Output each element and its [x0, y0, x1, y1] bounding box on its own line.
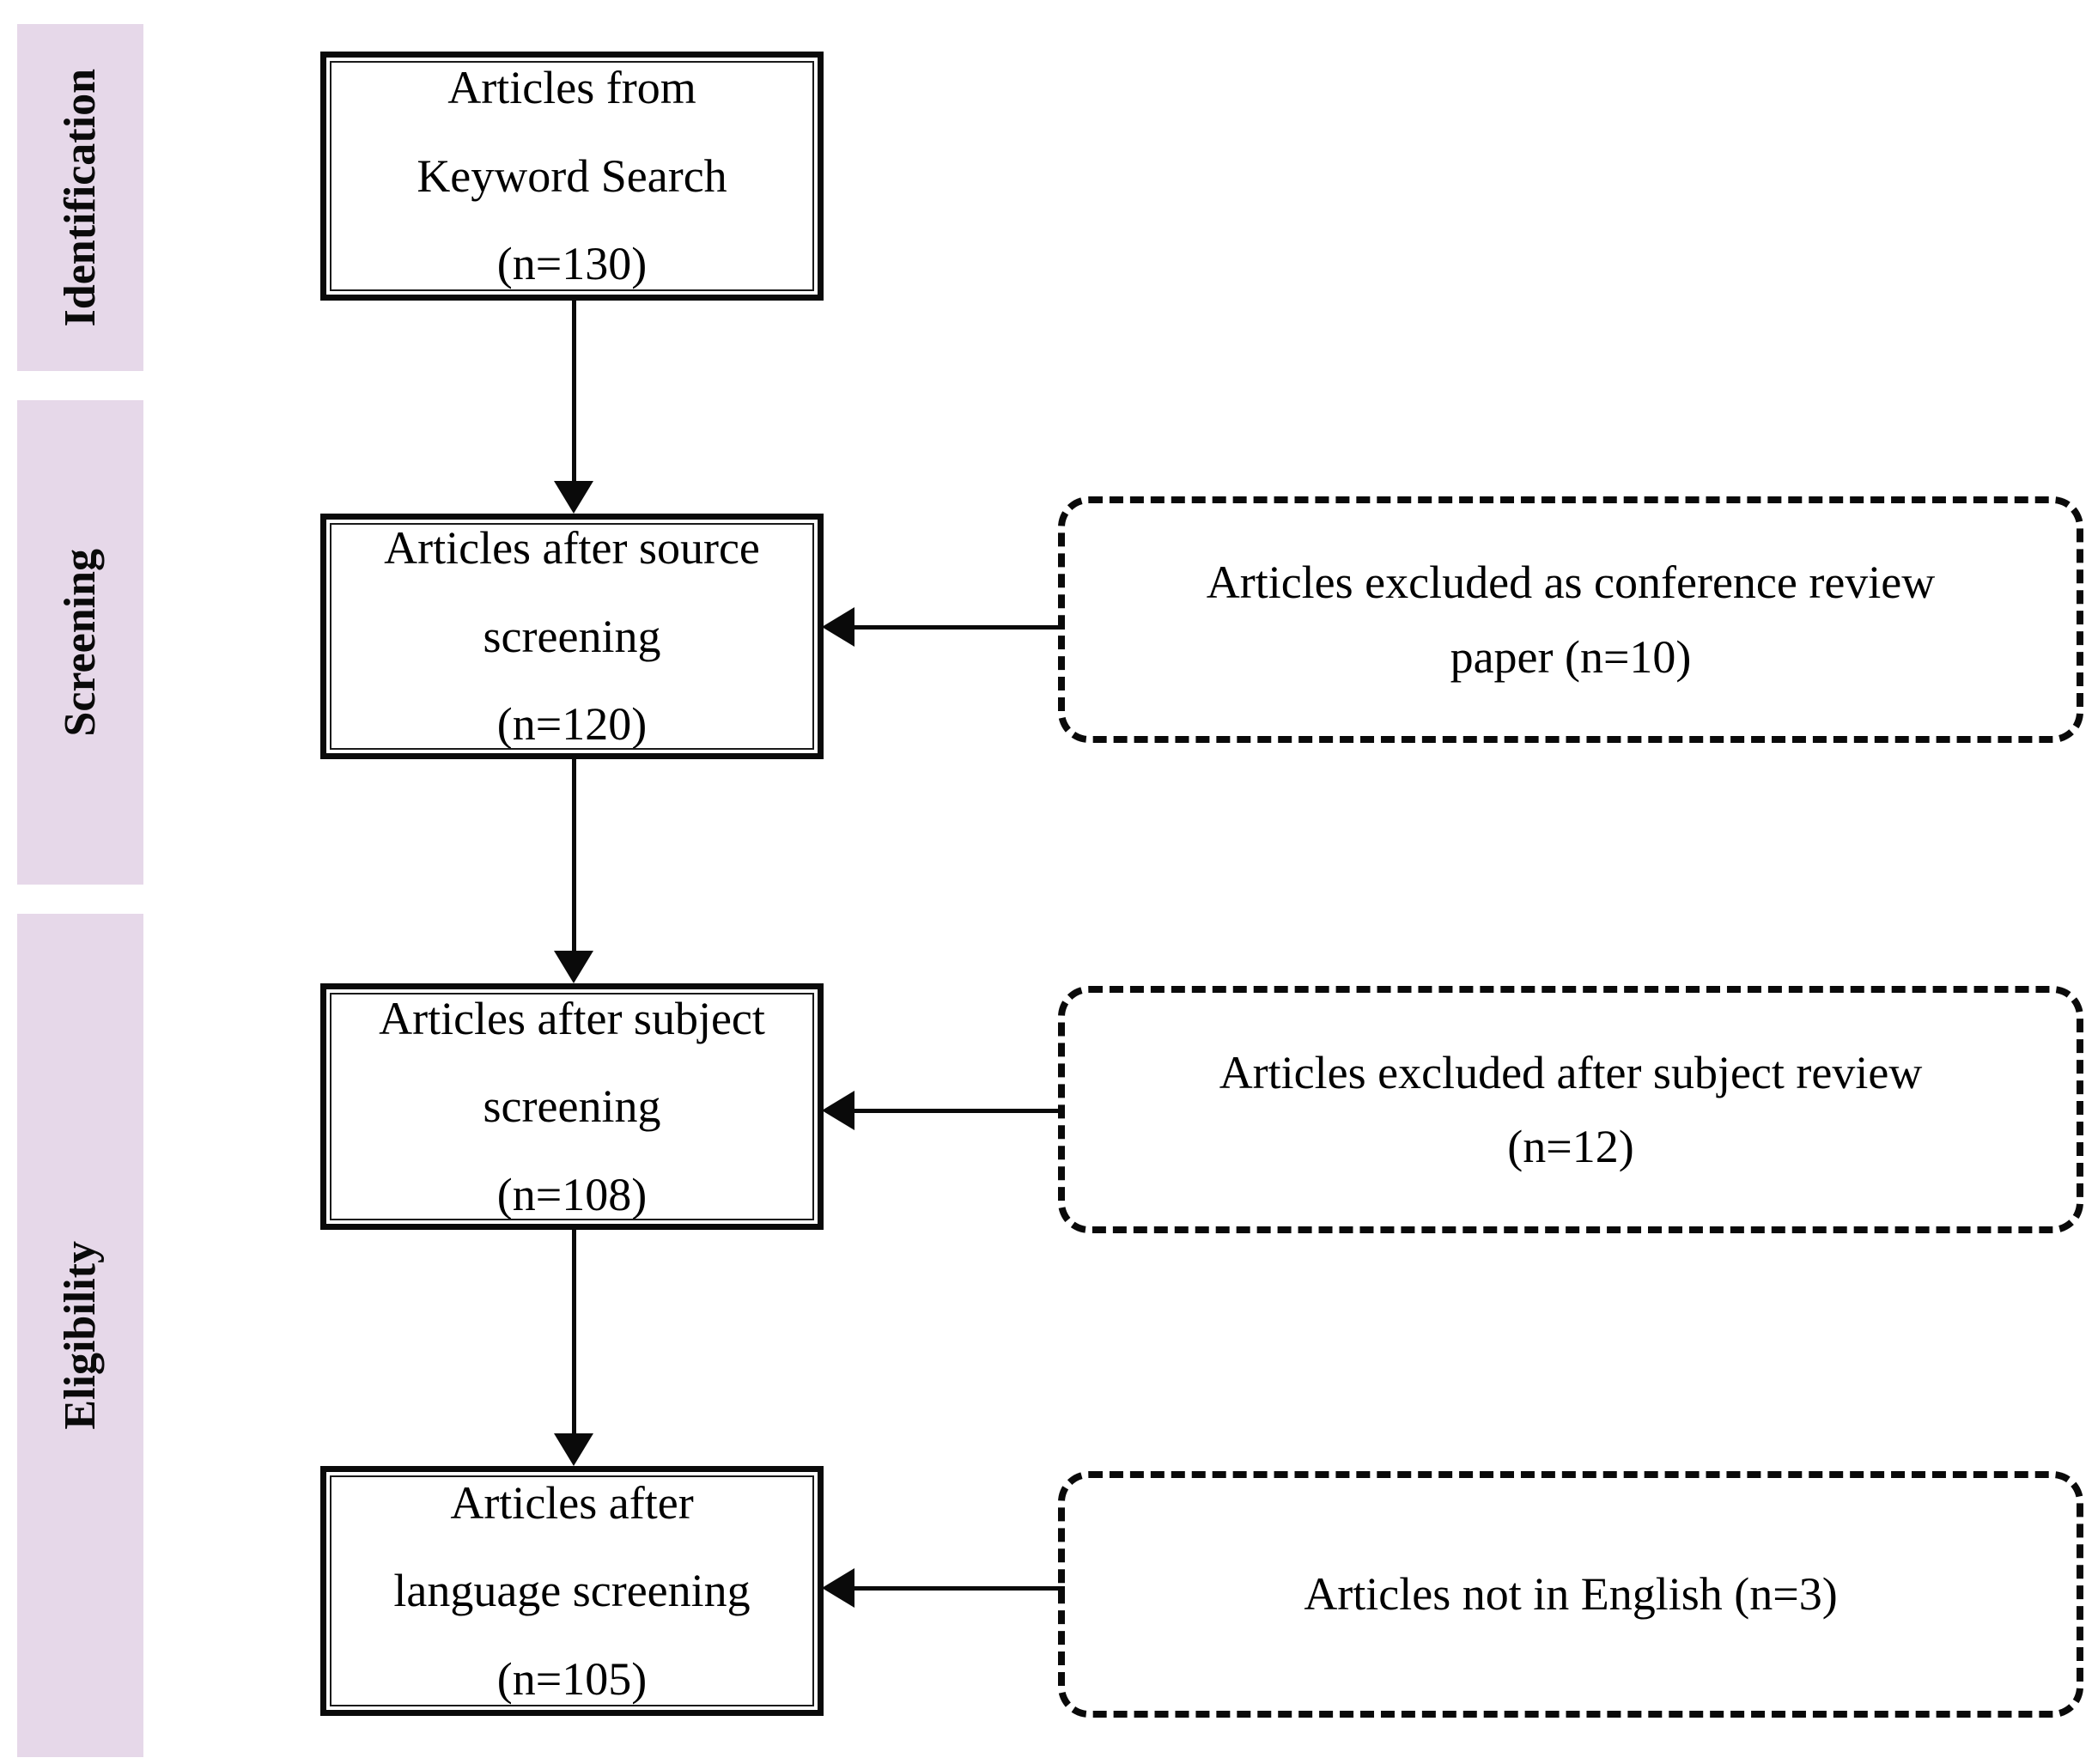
stage-bar-eligibility: Eligibility: [17, 914, 143, 1757]
flow-box-line: Keyword Search: [417, 149, 727, 202]
arrow-head-left-icon: [822, 1091, 854, 1130]
flow-box-line: Articles from: [447, 62, 696, 114]
stage-label-screening: Screening: [56, 548, 105, 737]
exclusion-box-line: paper (n=10): [1450, 630, 1692, 683]
arrow-line-box1-to-box2: [572, 301, 576, 481]
flow-box-line: Articles after source: [384, 522, 760, 575]
arrow-head-left-icon: [822, 1568, 854, 1608]
exclusion-box-conference-review: Articles excluded as conference review p…: [1058, 496, 2083, 743]
flow-box-line: screening: [483, 610, 661, 662]
exclusion-box-line: Articles excluded as conference review: [1206, 557, 1936, 609]
arrow-line-box3-to-box4: [572, 1230, 576, 1433]
arrow-line-box2-to-box3: [572, 759, 576, 951]
exclusion-box-line: (n=12): [1507, 1121, 1634, 1172]
arrow-head-down-icon: [554, 481, 593, 514]
arrow-head-down-icon: [554, 1433, 593, 1466]
flow-box-count: (n=105): [496, 1652, 648, 1705]
flow-box-count: (n=108): [496, 1168, 648, 1220]
stage-bar-identification: Identification: [17, 24, 143, 371]
arrow-head-down-icon: [554, 951, 593, 983]
flow-box-count: (n=120): [496, 698, 648, 751]
flow-box-keyword-search: Articles from Keyword Search (n=130): [320, 52, 824, 301]
flow-box-line: language screening: [393, 1565, 751, 1617]
flow-box-subject-screening: Articles after subject screening (n=108): [320, 983, 824, 1230]
arrow-line-exclusion2: [853, 1109, 1065, 1113]
flow-box-line: Articles after: [450, 1476, 694, 1529]
flow-box-line: screening: [483, 1080, 661, 1133]
arrow-line-exclusion3: [853, 1586, 1065, 1591]
stage-label-identification: Identification: [56, 68, 105, 327]
arrow-head-left-icon: [822, 607, 854, 647]
exclusion-box-line: Articles not in English (n=3): [1304, 1568, 1838, 1621]
exclusion-box-line: Articles excluded after subject review: [1219, 1046, 1923, 1098]
stage-bar-screening: Screening: [17, 400, 143, 885]
flow-box-count: (n=130): [496, 238, 648, 290]
exclusion-box-not-english: Articles not in English (n=3): [1058, 1471, 2083, 1718]
flow-box-language-screening: Articles after language screening (n=105…: [320, 1466, 824, 1716]
flow-box-line: Articles after subject: [379, 992, 765, 1044]
exclusion-box-subject-review: Articles excluded after subject review (…: [1058, 986, 2083, 1233]
arrow-line-exclusion1: [853, 625, 1065, 630]
flow-box-source-screening: Articles after source screening (n=120): [320, 514, 824, 759]
stage-label-eligibility: Eligibility: [56, 1241, 105, 1430]
